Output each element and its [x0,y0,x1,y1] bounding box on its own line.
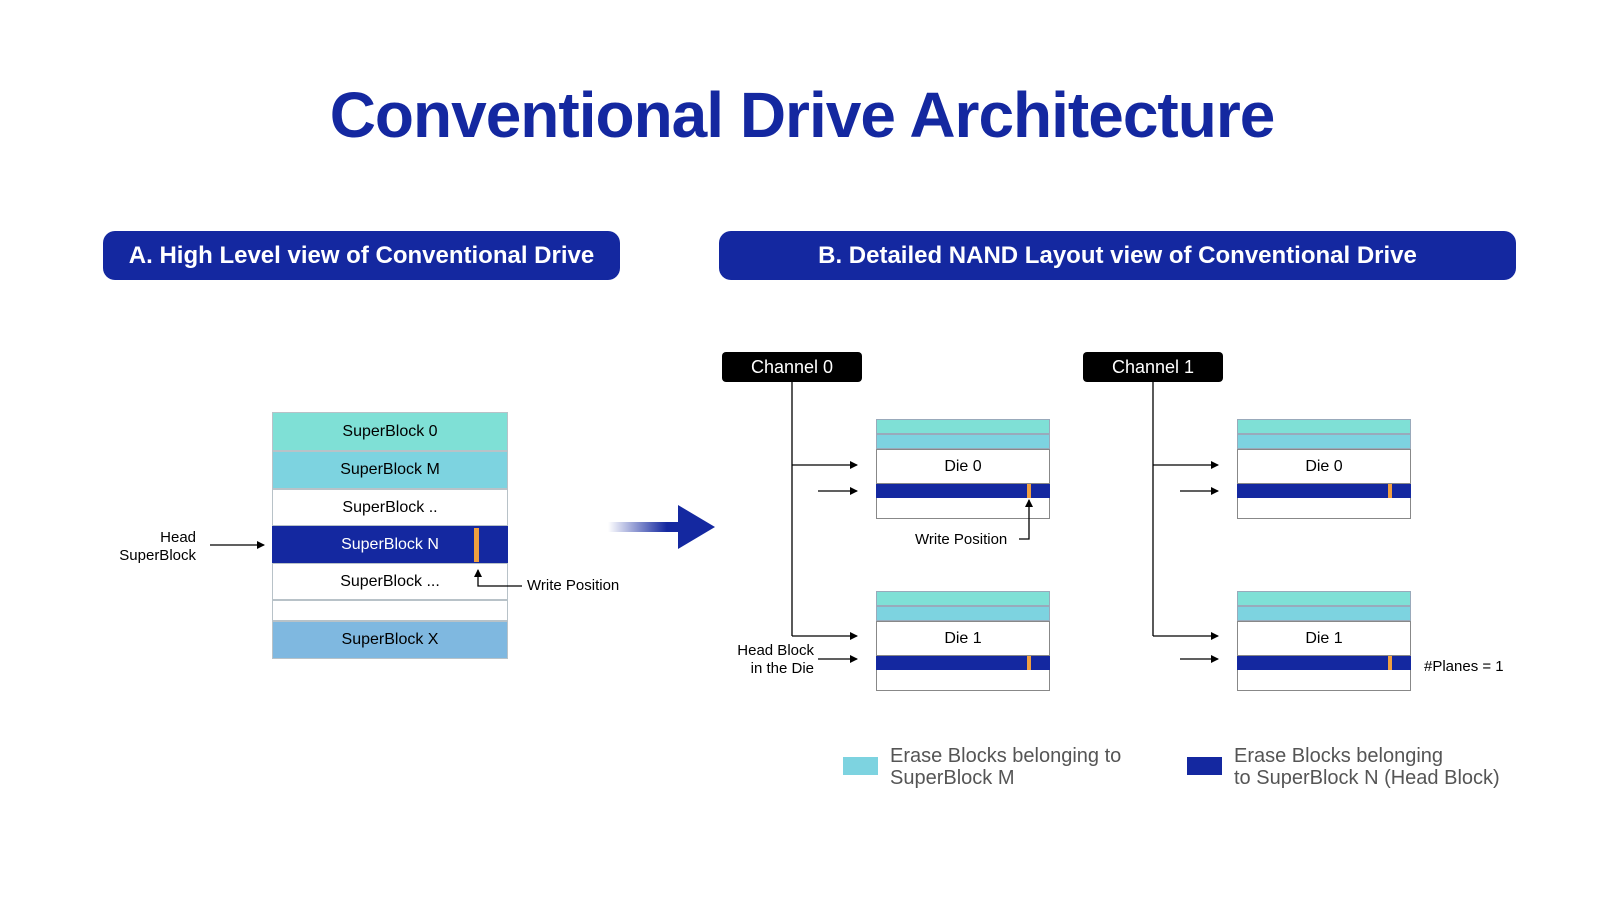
superblock-m: SuperBlock M [272,451,508,489]
planes-label: #Planes = 1 [1424,658,1504,675]
die-label: Die 0 [876,449,1050,484]
page-title: Conventional Drive Architecture [329,79,1276,151]
legend-text-n: Erase Blocks belonging to SuperBlock N (… [1234,745,1500,789]
big-arrow [608,505,715,549]
write-position-marker [1388,484,1392,498]
head-superblock-label-line1: Head [160,529,196,546]
superblock-dots: SuperBlock .. [272,489,508,526]
die-label: Die 1 [1237,621,1411,656]
superblock-n: SuperBlock N [272,526,508,563]
superblock-empty [272,600,508,621]
write-position-label-b: Write Position [915,531,1008,548]
ch0-die0: Die 0 [876,419,1050,519]
section-b-header: B. Detailed NAND Layout view of Conventi… [719,231,1516,280]
legend-swatch-m [843,757,878,775]
head-block-label-line2: in the Die [750,660,814,677]
legend-swatch-n [1187,757,1222,775]
write-position-marker [1027,484,1031,498]
section-a-header: A. High Level view of Conventional Drive [103,231,620,280]
write-position-marker [474,528,479,562]
write-position-arrow-a [474,569,522,587]
legend-text-m: Erase Blocks belonging to SuperBlock M [890,745,1122,789]
ch0-die1: Die 1 [876,591,1050,691]
write-position-marker [1388,656,1392,670]
die-label: Die 1 [876,621,1050,656]
write-position-label-a: Write Position [527,577,620,594]
ch1-die1: Die 1 [1237,591,1411,691]
write-position-marker [1027,656,1031,670]
superblock-0: SuperBlock 0 [272,412,508,451]
write-position-arrow-b [1019,499,1033,540]
superblock-x: SuperBlock X [272,621,508,659]
channel-0: Channel 0 [722,352,862,382]
die-label: Die 0 [1237,449,1411,484]
ch1-die0: Die 0 [1237,419,1411,519]
head-block-label-line1: Head Block [737,642,814,659]
superblock-ellipsis: SuperBlock ... [272,563,508,600]
channel-1: Channel 1 [1083,352,1223,382]
head-superblock-label-line2: SuperBlock [119,547,196,564]
